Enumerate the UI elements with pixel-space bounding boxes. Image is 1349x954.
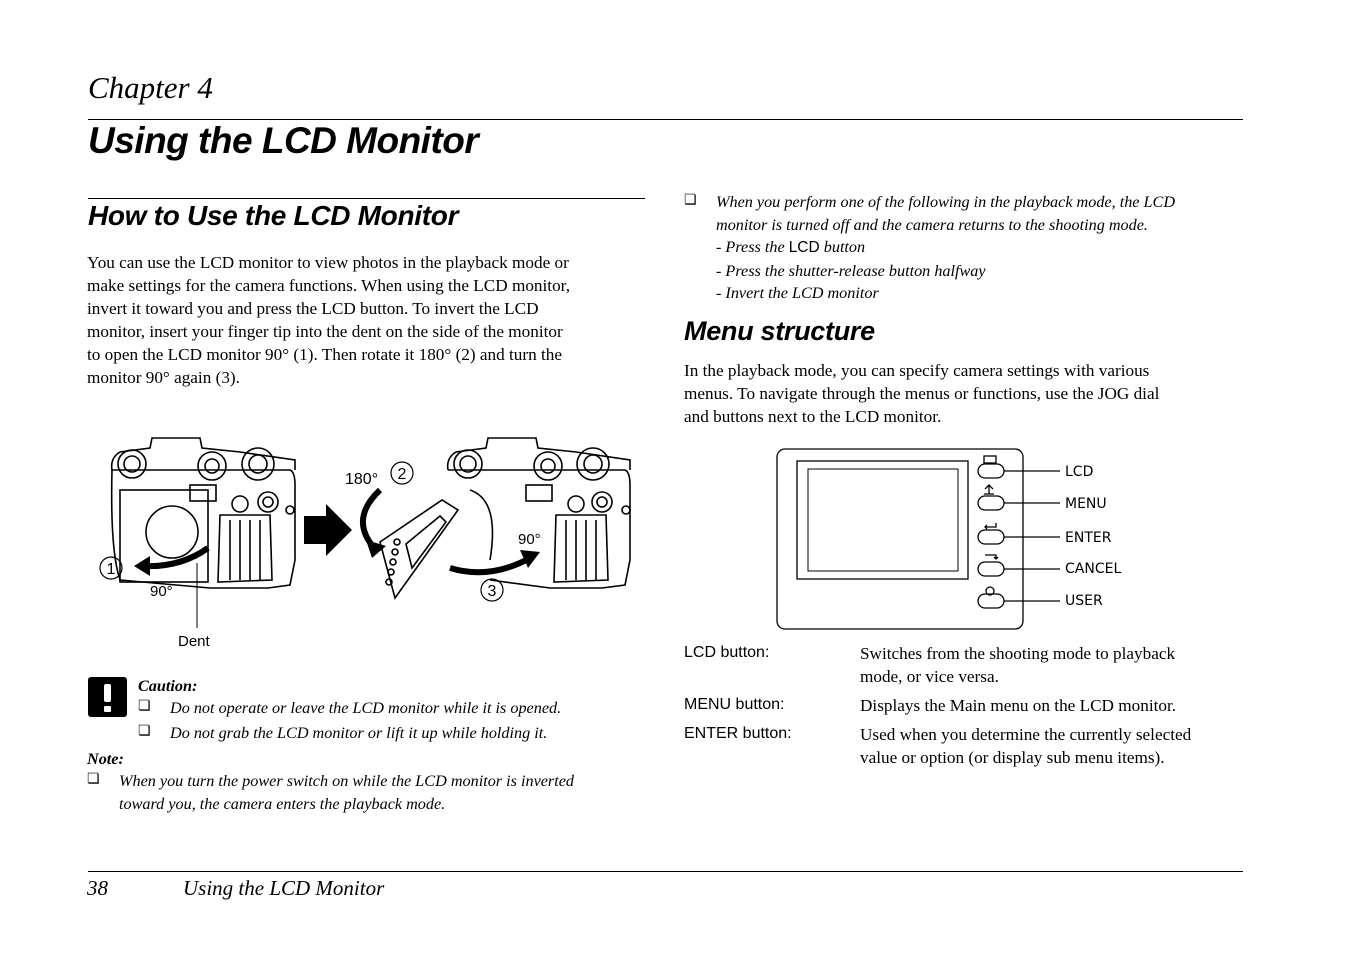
playback-exit-note: When you perform one of the following in… [716,191,1175,305]
menu-structure-title: Menu structure [684,316,875,346]
note-line: monitor is turned off and the camera ret… [716,215,1148,234]
camera-left-drawing [110,437,296,589]
camera-rotation-figure: 1 90° Dent 180° 2 90° 3 [99,437,631,650]
bullet-icon: ❏ [684,193,697,208]
running-title: Using the LCD Monitor [183,876,385,900]
deg-180-label: 180° [345,471,378,488]
menu-label: MENU [1065,496,1107,512]
page-number: 38 [87,876,108,900]
lcd-label: LCD [1065,464,1093,480]
camera-back-panel [776,448,1024,630]
intro-line: monitor 90° again (3). [87,368,240,387]
caution-bullet-icon: ❏ [138,724,151,739]
rotation-arrow-2-head [366,540,386,558]
caution-icon [88,677,127,717]
intro-line: menus. To navigate through the menus or … [684,384,1160,403]
intro-line: invert it toward you and press the LCD b… [87,299,539,318]
note-line: When you turn the power switch on while … [119,772,575,790]
header-rule [88,119,1243,120]
rotation-arrow-1-head [134,556,150,576]
note-text: When you turn the power switch on while … [119,770,574,815]
definition-term: MENU button: [684,696,785,713]
step3-circle [480,578,504,602]
step2-label: 2 [398,466,407,483]
page-title: Using the LCD Monitor [88,120,479,161]
definition-description: Switches from the shooting mode to playb… [860,644,1176,686]
chapter-label: Chapter 4 [88,70,213,105]
rotation-arrow-3-head [520,550,540,568]
sub-item: - Press the LCD button [716,238,866,256]
definition-term: ENTER button: [684,725,792,742]
lcd-screen-frame [796,460,969,580]
intro-line: and buttons next to the LCD monitor. [684,407,942,426]
rotation-arrow-2 [359,487,383,553]
note-heading: Note: [87,750,124,768]
definition-term: LCD button: [684,644,770,661]
caution-heading: Caution: [138,677,198,695]
section-title: How to Use the LCD Monitor [88,200,459,231]
intro-line: In the playback mode, you can specify ca… [684,361,1150,380]
step3-label: 3 [488,583,497,600]
step2-circle [390,461,414,485]
cancel-icon [985,554,999,560]
cancel-label: CANCEL [1065,561,1121,577]
intro-line: monitor, insert your finger tip into the… [87,322,563,341]
intro-paragraph: You can use the LCD monitor to view phot… [87,251,570,389]
note-line: toward you, the camera enters the playba… [119,794,446,813]
user-label: USER [1065,593,1103,609]
step1-circle [99,556,123,580]
sub-item: - Invert the LCD monitor [716,284,879,302]
intro-line: You can use the LCD monitor to view phot… [87,253,569,272]
menu-button [977,495,1005,511]
menu-icon [984,484,994,495]
menu-intro-paragraph: In the playback mode, you can specify ca… [684,359,1159,428]
section-rule [88,198,645,199]
enter-button [977,529,1005,545]
camera-right-drawing [379,437,631,600]
intro-line: make settings for the camera functions. … [87,276,570,295]
sub-item: - Press the shutter-release button halfw… [716,261,986,280]
lcd-icon [983,455,997,464]
cancel-button [977,561,1005,577]
lcd-buttons-diagram: LCD MENU ENTER CANCEL USER [776,448,1121,630]
rotation-arrow-3 [449,555,532,576]
lcd-screen [807,468,959,572]
deg-90-left-label: 90° [150,583,173,600]
footer-rule [88,871,1243,872]
enter-label: ENTER [1065,530,1112,546]
deg-90-right-label: 90° [518,531,541,548]
caution-bullet-icon: ❏ [138,699,151,714]
intro-line: to open the LCD monitor 90° (1). Then ro… [87,345,563,364]
definition-description: Used when you determine the currently se… [860,725,1192,767]
note-line: When you perform one of the following in… [716,193,1176,211]
enter-icon [984,523,997,530]
user-icon [985,586,995,596]
note-bullet-icon: ❏ [87,772,100,787]
lcd-button [977,463,1005,479]
user-button [977,593,1005,609]
dent-label: Dent [178,633,211,650]
definition-description: Displays the Main menu on the LCD monito… [860,696,1177,715]
caution-item: Do not operate or leave the LCD monitor … [170,699,562,717]
transition-arrow [304,504,352,556]
step1-label: 1 [107,561,116,578]
caution-item: Do not grab the LCD monitor or lift it u… [170,724,548,742]
